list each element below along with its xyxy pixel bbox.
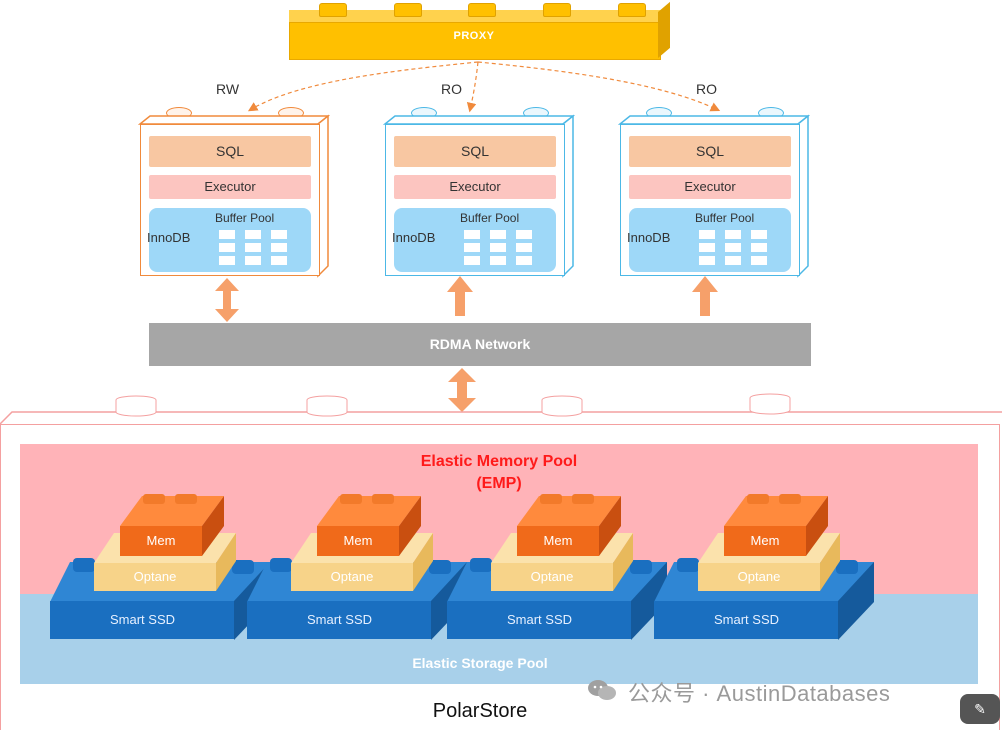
- up-arrow-icon: [692, 276, 718, 316]
- polarstore-top-edge: [0, 411, 1002, 424]
- executor-layer: Executor: [149, 175, 311, 199]
- emp-title: Elastic Memory Pool (EMP): [20, 451, 978, 495]
- innodb-layer: Buffer Pool: [629, 208, 791, 272]
- wechat-icon: [588, 680, 616, 700]
- innodb-label: InnoDB: [147, 230, 191, 245]
- ssd-label: Smart SSD: [654, 601, 839, 639]
- optane-label: Optane: [698, 563, 820, 591]
- compute-node-ro: SQL Executor Buffer Pool InnoDB: [620, 124, 800, 276]
- innodb-label: InnoDB: [627, 230, 671, 245]
- bidirectional-arrow-icon: [448, 368, 476, 412]
- node-role-label: RW: [216, 81, 240, 97]
- buffer-pool-grid: [464, 230, 538, 268]
- polarstore-container: [0, 424, 1000, 730]
- polarstore-label: PolarStore: [432, 700, 528, 722]
- rdma-network-bar: RDMA Network: [149, 323, 811, 366]
- buffer-pool-label: Buffer Pool: [215, 211, 275, 225]
- optane-label: Optane: [291, 563, 413, 591]
- buffer-pool-grid: [699, 230, 773, 268]
- storage-stud: [306, 395, 348, 417]
- proxy-block: [289, 22, 661, 60]
- innodb-layer: Buffer Pool: [394, 208, 556, 272]
- compute-node-rw: SQL Executor Buffer Pool InnoDB: [140, 124, 320, 276]
- magic-wand-icon[interactable]: ✎: [960, 694, 1000, 724]
- node-outline: [138, 114, 330, 278]
- proxy-stud: [543, 3, 571, 17]
- up-arrow-icon: [447, 276, 473, 316]
- ssd-label: Smart SSD: [247, 601, 432, 639]
- ssd-label: Smart SSD: [50, 601, 235, 639]
- sql-layer: SQL: [394, 136, 556, 167]
- proxy-label: PROXY: [453, 30, 495, 42]
- storage-stud: [749, 393, 791, 415]
- optane-label: Optane: [94, 563, 216, 591]
- connector-rw: [247, 61, 479, 112]
- mem-label: Mem: [724, 526, 806, 556]
- optane-label: Optane: [491, 563, 613, 591]
- innodb-layer: Buffer Pool: [149, 208, 311, 272]
- mem-label: Mem: [517, 526, 599, 556]
- proxy-stud: [319, 3, 347, 17]
- proxy-connectors: [247, 61, 721, 113]
- node-role-label: RO: [441, 81, 462, 97]
- sql-layer: SQL: [149, 136, 311, 167]
- emp-title-line1: Elastic Memory Pool: [420, 453, 578, 470]
- executor-layer: Executor: [629, 175, 791, 199]
- connector-ro-2: [477, 61, 721, 112]
- compute-node-ro: SQL Executor Buffer Pool InnoDB: [385, 124, 565, 276]
- buffer-pool-grid: [219, 230, 293, 268]
- mem-label: Mem: [120, 526, 202, 556]
- proxy-stud: [618, 3, 646, 17]
- connector-ro-1: [466, 61, 479, 113]
- proxy-stud: [394, 3, 422, 17]
- watermark-text: 公众号 · AustinDatabases: [628, 681, 891, 706]
- storage-stud: [115, 395, 157, 417]
- bidirectional-arrow-icon: [215, 278, 239, 322]
- mem-label: Mem: [317, 526, 399, 556]
- emp-title-line2: (EMP): [476, 475, 522, 492]
- buffer-pool-label: Buffer Pool: [695, 211, 755, 225]
- node-role-label: RO: [696, 81, 717, 97]
- esp-title: Elastic Storage Pool: [412, 655, 548, 671]
- innodb-label: InnoDB: [392, 230, 436, 245]
- buffer-pool-label: Buffer Pool: [460, 211, 520, 225]
- sql-layer: SQL: [629, 136, 791, 167]
- storage-stud: [541, 395, 583, 417]
- executor-layer: Executor: [394, 175, 556, 199]
- ssd-label: Smart SSD: [447, 601, 632, 639]
- proxy-stud: [468, 3, 496, 17]
